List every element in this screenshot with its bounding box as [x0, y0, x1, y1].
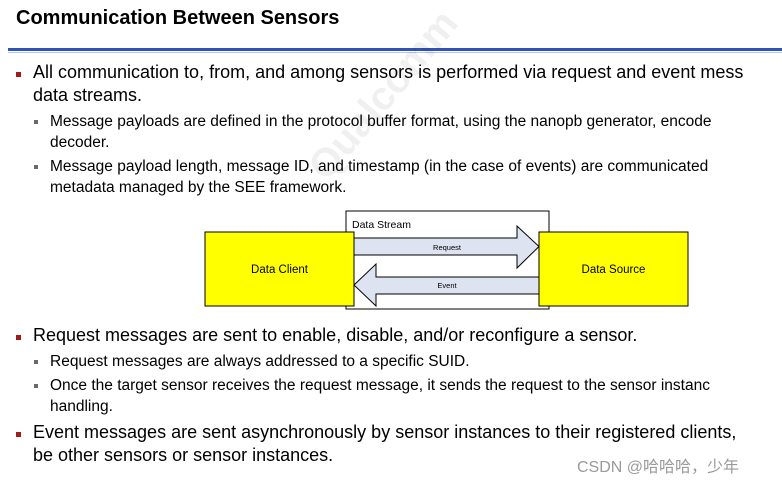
- data-client-label: Data Client: [251, 264, 309, 276]
- sub-bullet-marker: [34, 120, 38, 124]
- request-label: Request: [433, 243, 462, 252]
- data-source-box: [538, 231, 689, 307]
- event-label: Event: [437, 281, 457, 290]
- bullet-2-sub-1-line-1: Request messages are always addressed to…: [50, 353, 470, 370]
- title-divider-shadow: [8, 52, 782, 53]
- bullet-2-sub-2-line-2: handling.: [50, 398, 113, 415]
- bullet-2-line-1: Request messages are sent to enable, dis…: [33, 325, 638, 345]
- bullet-1-line-1: All communication to, from, and among se…: [33, 62, 744, 82]
- data-client-box: [204, 231, 355, 307]
- data-stream-label: Data Stream: [352, 219, 411, 231]
- title-divider: [8, 48, 782, 51]
- data-source-label: Data Source: [582, 264, 646, 276]
- bullet-1-sub-1-line-1: Message payloads are defined in the prot…: [50, 113, 712, 130]
- bullet-1-line-2: data streams.: [33, 85, 143, 105]
- bullet-marker: [16, 72, 21, 77]
- request-arrow: [353, 224, 540, 270]
- bullet-marker: [16, 335, 21, 340]
- sub-bullet-marker: [34, 384, 38, 388]
- bullet-3-line-1: Event messages are sent asynchronously b…: [33, 422, 737, 442]
- bullet-1-sub-2-line-1: Message payload length, message ID, and …: [50, 158, 709, 175]
- bullet-1-sub-2-line-2: metadata managed by the SEE framework.: [50, 179, 347, 196]
- event-arrow: [353, 262, 540, 308]
- bullet-2-sub-2-line-1: Once the target sensor receives the requ…: [50, 377, 710, 394]
- bullet-1-sub-1-line-2: decoder.: [50, 134, 110, 151]
- slide-title: Communication Between Sensors: [16, 7, 340, 29]
- sub-bullet-marker: [34, 165, 38, 169]
- csdn-credit: CSDN @哈哈哈，少年: [577, 459, 740, 476]
- bullet-3-line-2: be other sensors or sensor instances.: [33, 445, 334, 465]
- bullet-marker: [16, 432, 21, 437]
- sub-bullet-marker: [34, 360, 38, 364]
